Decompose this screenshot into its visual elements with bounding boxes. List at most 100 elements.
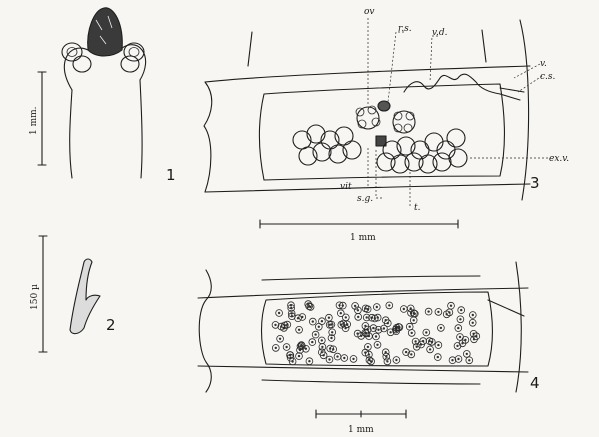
egg-capsule xyxy=(461,336,470,344)
egg-capsule xyxy=(433,353,442,361)
testis xyxy=(432,152,452,172)
excretory-canal xyxy=(258,83,506,181)
fig1-scale-label: 1 mm. xyxy=(29,106,39,135)
egg-capsule xyxy=(454,355,463,363)
sucker-inner xyxy=(128,47,140,57)
egg-capsule xyxy=(288,357,297,366)
egg-capsule xyxy=(392,327,401,336)
egg-capsule xyxy=(271,344,280,352)
label-rs: r.s. xyxy=(398,24,412,34)
egg-capsule xyxy=(277,322,286,331)
testis xyxy=(376,152,396,172)
egg-capsule xyxy=(422,328,431,337)
egg-capsule xyxy=(271,321,280,329)
egg-capsules xyxy=(271,300,481,366)
leader-sg xyxy=(375,150,382,199)
fig4-number: 4 xyxy=(530,374,540,392)
testis xyxy=(342,140,362,160)
testis xyxy=(328,144,348,164)
egg-capsule xyxy=(424,307,433,316)
egg-capsule xyxy=(354,313,363,321)
egg-capsule xyxy=(470,335,478,344)
testis xyxy=(404,152,424,172)
egg-capsule xyxy=(325,355,334,364)
egg-capsule xyxy=(275,309,283,317)
egg-capsule xyxy=(369,324,378,332)
label-ov: ov xyxy=(364,7,375,17)
egg-capsule xyxy=(305,357,314,366)
testis xyxy=(390,154,410,174)
egg-capsule xyxy=(326,344,335,353)
egg-capsule xyxy=(372,303,381,311)
egg-capsule xyxy=(364,343,372,351)
egg-capsule xyxy=(295,352,303,360)
segment-left-edge xyxy=(198,269,212,393)
egg-capsule xyxy=(457,306,466,314)
egg-capsule xyxy=(304,300,313,308)
egg-capsule xyxy=(318,343,327,351)
egg-capsule xyxy=(317,348,326,357)
leader-rs xyxy=(387,31,404,103)
egg-capsule xyxy=(276,334,284,343)
egg-capsule xyxy=(465,356,474,365)
egg-capsule xyxy=(333,352,342,361)
testis xyxy=(312,142,332,162)
label-vit: vit xyxy=(340,182,352,192)
segment-top-border xyxy=(197,287,529,299)
egg-capsule xyxy=(287,304,296,312)
label-cs: c.s. xyxy=(540,72,556,82)
figure-4-gravid-segment: 4 1 mm xyxy=(197,261,540,435)
egg-capsule xyxy=(426,345,434,354)
egg-capsule xyxy=(365,350,373,359)
rostellum-hooks xyxy=(95,15,113,45)
egg-capsule xyxy=(286,351,294,359)
egg-capsule xyxy=(362,313,371,322)
fig3-number: 3 xyxy=(530,174,540,192)
sucker-right-upper xyxy=(123,42,145,62)
egg-capsule xyxy=(434,341,443,349)
egg-capsule xyxy=(462,350,471,358)
egg-capsule xyxy=(327,320,336,329)
testis xyxy=(306,124,326,144)
egg-capsule xyxy=(380,324,388,333)
testis xyxy=(424,132,444,152)
testis xyxy=(298,146,318,166)
label-vd: v.d. xyxy=(432,28,448,38)
uterus-outline xyxy=(261,291,493,367)
egg-capsule xyxy=(412,342,421,351)
sucker-right-lower xyxy=(120,55,140,73)
egg-capsule xyxy=(382,352,391,361)
egg-capsule xyxy=(308,338,317,346)
sucker-left-upper xyxy=(61,42,83,62)
rostellum-shape xyxy=(87,7,123,57)
egg-capsule xyxy=(298,313,307,321)
egg-capsule xyxy=(453,342,462,350)
fig2-number: 2 xyxy=(106,316,116,334)
egg-capsule xyxy=(383,357,392,366)
figure-1-scolex: 1 mm. 1 xyxy=(29,7,176,184)
egg-capsule xyxy=(318,317,326,326)
fig2-scale-label: 150 µ xyxy=(30,284,40,310)
egg-capsule xyxy=(365,332,373,340)
egg-capsule xyxy=(308,317,317,326)
cirrus-sac xyxy=(499,87,525,101)
sucker-left-lower xyxy=(72,55,92,73)
egg-capsule xyxy=(328,328,337,337)
segment-top-border xyxy=(204,65,531,83)
egg-capsule xyxy=(325,313,333,322)
egg-capsule xyxy=(442,310,451,319)
leader-vd xyxy=(429,35,438,83)
egg-capsule xyxy=(437,324,445,332)
egg-capsule xyxy=(370,314,379,323)
egg-capsule xyxy=(288,312,296,321)
egg-capsule xyxy=(402,348,410,356)
egg-capsule xyxy=(372,332,380,341)
leader-cs xyxy=(517,75,543,93)
prev-segment-edges xyxy=(247,29,487,67)
egg-capsule xyxy=(311,330,320,339)
label-v: v. xyxy=(540,59,547,69)
testis xyxy=(396,136,416,156)
egg-capsule xyxy=(365,356,374,364)
egg-capsule xyxy=(361,322,370,330)
